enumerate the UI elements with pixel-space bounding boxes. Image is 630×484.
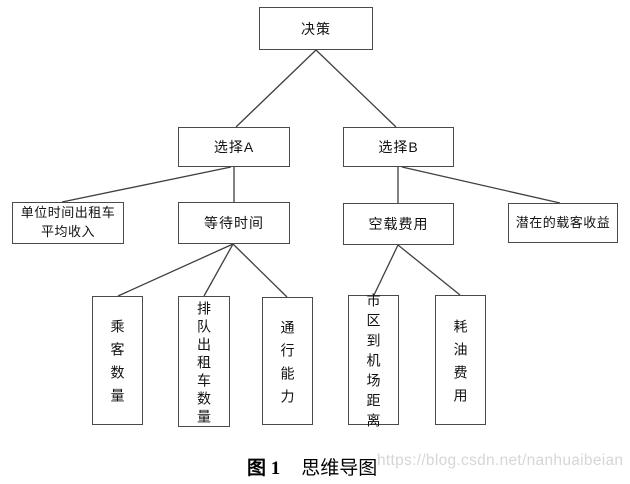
- csdn-watermark: https://blog.csdn.net/nanhuaibeian: [377, 452, 624, 469]
- node-average-income: 单位时间出租车 平均收入: [12, 202, 124, 244]
- connector-root-choice-b: [315, 49, 397, 128]
- connector-choiceb-potential: [401, 166, 561, 204]
- node-choice-a: 选择A: [178, 127, 290, 167]
- connector-waiting-passengers: [117, 243, 234, 297]
- node-empty-load-cost: 空载费用: [343, 203, 454, 245]
- connector-waiting-capacity: [232, 243, 288, 298]
- node-city-airport-distance-label: 市区到机场距离: [365, 293, 382, 433]
- node-queued-taxi-count: 排队出租车数量: [178, 296, 230, 427]
- node-average-income-label: 单位时间出租车 平均收入: [20, 205, 116, 239]
- figure-caption: 图 1 思维导图: [247, 453, 377, 480]
- node-choice-a-label: 选择A: [213, 139, 255, 155]
- connector-empty-fuel: [397, 244, 461, 296]
- node-choice-b-label: 选择B: [378, 139, 419, 155]
- figure-number: 图 1: [247, 458, 281, 479]
- node-fuel-cost-label: 耗油费用: [452, 318, 469, 411]
- node-waiting-time-label: 等待时间: [204, 215, 264, 231]
- node-traffic-capacity-label: 通行能力: [279, 319, 296, 412]
- node-traffic-capacity: 通行能力: [262, 297, 313, 425]
- node-queued-taxi-count-label: 排队出租车数量: [196, 300, 212, 427]
- node-passenger-count-label: 乘客数量: [109, 319, 126, 411]
- node-decision-label: 决策: [301, 20, 331, 37]
- connector-waiting-queue: [203, 243, 234, 297]
- connector-empty-distance: [373, 244, 399, 296]
- node-fuel-cost: 耗油费用: [435, 295, 486, 425]
- figure-title: 思维导图: [301, 458, 378, 479]
- node-empty-load-cost-label: 空载费用: [368, 216, 429, 232]
- node-city-airport-distance: 市区到机场距离: [348, 293, 399, 433]
- connector-choicea-income: [61, 166, 232, 203]
- connector-root-choice-a: [235, 49, 317, 128]
- node-choice-b: 选择B: [343, 127, 454, 167]
- node-decision: 决策: [259, 7, 373, 50]
- node-waiting-time: 等待时间: [178, 202, 290, 244]
- node-potential-revenue-label: 潜在的载客收益: [515, 214, 611, 230]
- node-potential-revenue: 潜在的载客收益: [508, 203, 618, 243]
- node-passenger-count: 乘客数量: [92, 296, 143, 425]
